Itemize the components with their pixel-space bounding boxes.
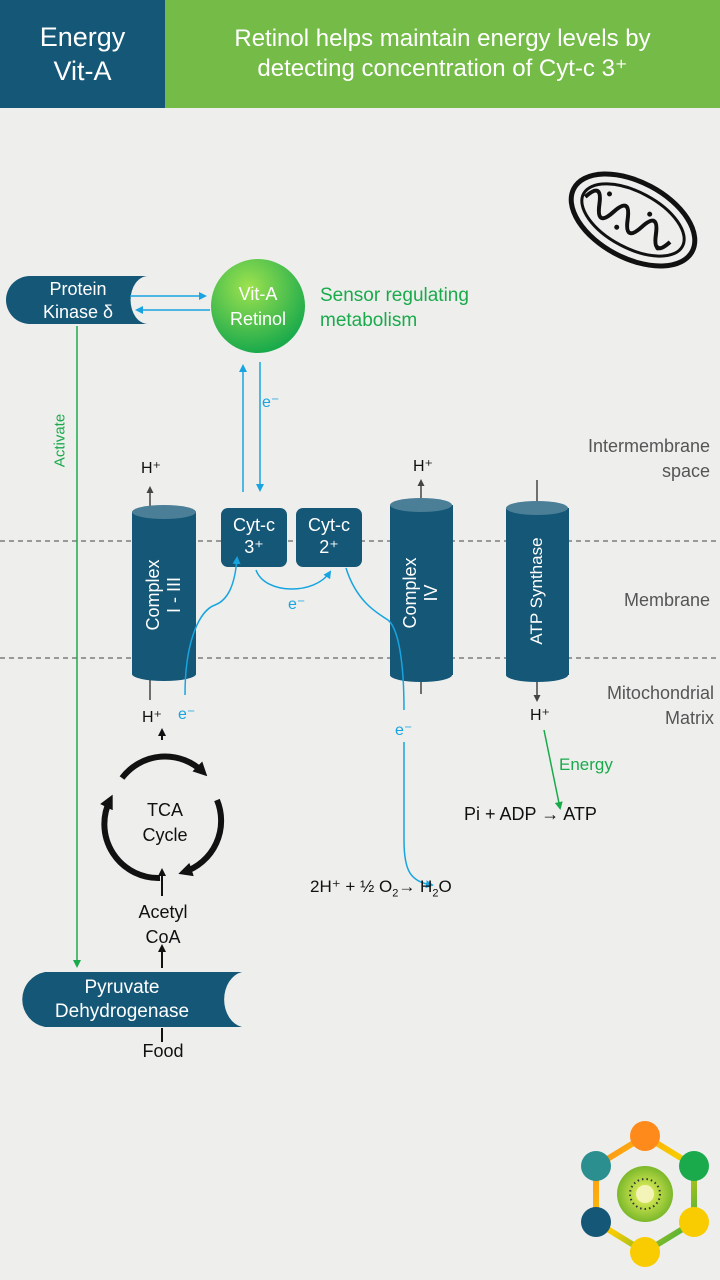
pyruvate-line-2: Dehydrogenase [54,1001,190,1022]
sensor-line-2: metabolism [320,310,418,331]
vit-a-line-2: Retinol [229,309,287,329]
electron-label-vita: e⁻ [262,394,280,411]
atp-equation: Pi + ADP → ATP [464,804,597,824]
water-equation-sub-2: 2 [432,887,439,900]
cytc-3-line-2: 3⁺ [244,537,264,557]
cytc-2-line-1: Cyt-c [308,515,350,535]
electron-flow-complex-to-cytc3 [184,556,241,696]
tca-cycle-label: TCA Cycle [120,798,210,848]
food-label: Food [142,1041,184,1061]
pyruvate-dehydrogenase-label: Pyruvate Dehydrogenase [22,976,222,1024]
intermembrane-space-label: Intermembrane space [588,434,710,484]
cytc-2-box [296,508,362,567]
electron-label-complex-iv: e⁻ [395,722,413,739]
title-line-2: detecting concentration of Cyt-c 3⁺ [257,55,628,82]
h-plus-complex-i-iii-bottom: H⁺ [142,709,162,726]
cytc-2-label: Cyt-c 2⁺ [296,514,362,558]
protein-kinase-line-1: Protein [49,279,107,299]
electron-flow-cytc2-to-complex4 [345,567,405,711]
complex-i-iii-line-2: I - III [164,577,184,613]
sensor-label: Sensor regulating metabolism [320,283,469,333]
cytc-2-line-2: 2⁺ [319,537,339,557]
tca-line-2: Cycle [142,825,188,845]
sensor-line-1: Sensor regulating [320,285,469,306]
membrane-label: Membrane [623,590,710,610]
header-category: Energy Vit-A [0,0,165,108]
atp-synthase-label: ATP Synthase [527,537,546,645]
h-plus-complex-iv-top: H⁺ [413,458,433,475]
water-equation-left: 2H⁺ + ½ O [310,877,393,896]
intermembrane-line-2: space [661,461,710,481]
energy-arrow [543,729,563,810]
energy-label: Energy [559,755,613,774]
electron-label-cytc: e⁻ [288,596,306,613]
cytc-3-box [221,508,287,567]
electron-flow-to-water [403,742,434,889]
acetyl-line-2: CoA [145,927,181,947]
tca-cycle-arrows [100,753,225,882]
pyruvate-line-1: Pyruvate [84,977,160,998]
matrix-line-2: Matrix [665,708,714,728]
protein-kinase-line-2: Kinase δ [42,302,114,322]
acetyl-coa-label: Acetyl CoA [115,900,211,950]
atp-synthase-cylinder [506,480,569,702]
electron-flow-cytc3-to-cytc2 [255,569,332,590]
pyruvate-dehydrogenase-shape [22,972,242,1027]
kiwi-hexagon-logo [581,1121,709,1267]
cytc-3-line-1: Cyt-c [233,515,275,535]
h-plus-atp-synthase-bottom: H⁺ [530,707,550,724]
complex-iv-line-1: Complex [400,557,420,629]
acetyl-line-1: Acetyl [138,902,188,922]
intermembrane-line-1: Intermembrane [587,436,710,456]
cytc-3-label: Cyt-c 3⁺ [221,514,287,558]
vit-a-label: Vit-A Retinol [211,282,305,332]
complex-i-iii-line-1: Complex [143,559,163,631]
protein-kinase-shape [6,276,148,324]
protein-kinase-label: Protein Kinase δ [14,278,142,324]
complex-i-iii-label: Complex I - III [143,535,185,655]
category-line-1: Energy [39,22,126,52]
header-title: Retinol helps maintain energy levels by … [165,0,720,108]
matrix-line-1: Mitochondrial [606,683,714,703]
tca-line-1: TCA [147,800,183,820]
mitochondrion-icon [568,171,698,269]
mitochondrial-matrix-label: Mitochondrial Matrix [607,681,714,731]
water-equation-arrow: → H [398,877,433,896]
activate-label: Activate [51,413,69,468]
complex-i-iii-cylinder [132,486,196,700]
title-line-1: Retinol helps maintain energy levels by [234,25,651,52]
complex-iv-cylinder [390,479,453,694]
h-plus-complex-i-iii-top: H⁺ [141,460,161,477]
water-equation-right: O [438,877,452,896]
complex-iv-label: Complex IV [400,533,442,653]
vit-a-circle [211,259,305,353]
water-equation-sub-1: 2 [392,887,399,900]
water-equation: 2H⁺ + ½ O2→ H2O [310,877,452,899]
complex-iv-line-2: IV [421,584,441,602]
vit-a-line-1: Vit-A [238,284,278,304]
category-line-2: Vit-A [53,56,112,86]
electron-label-complex-i-iii: e⁻ [178,706,196,723]
